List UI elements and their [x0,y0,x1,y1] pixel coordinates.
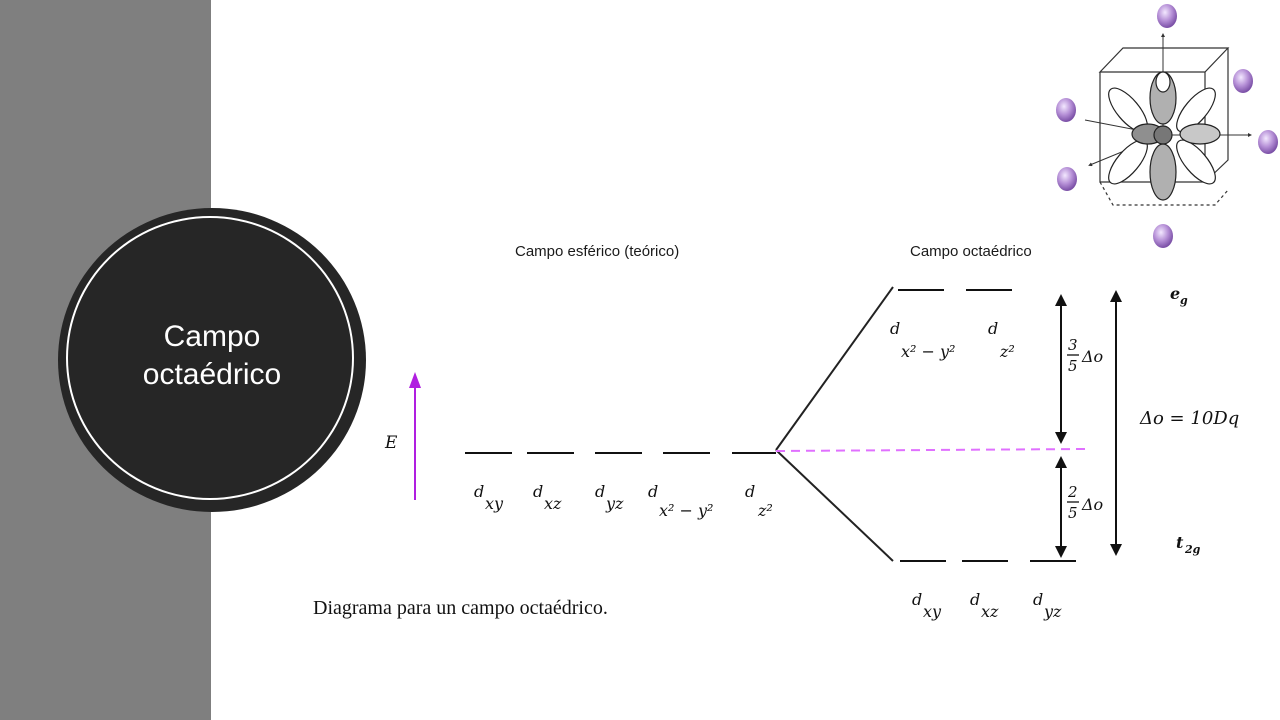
spherical-field-header: Campo esférico (teórico) [515,243,679,260]
diagram-caption: Diagrama para un campo octaédrico. [313,597,608,619]
octahedral-field-header: Campo octaédrico [910,243,1032,260]
orbital-d: d [595,482,605,501]
upper-fraction-den: 5 [1068,357,1078,375]
split-line-down [775,449,894,562]
ligand-sphere-right [1258,130,1278,154]
orbital-sub-x2y2: x² − y² [901,342,955,361]
orbital-d: d [1033,590,1043,609]
energy-axis-label: E [384,433,398,453]
t2g-label-main: t [1176,533,1184,552]
orbital-sub-z2: z² [999,342,1015,361]
ligand-sphere-left [1056,98,1076,122]
orbital-sub-x2y2: x² − y² [659,501,713,520]
orbital-d: d [474,482,484,501]
orbital-d: d [988,319,998,338]
slide-title-line2: octaédrico [142,358,282,391]
upper-fraction-num: 3 [1068,336,1078,354]
eg-label-main: e [1170,284,1180,303]
ligand-sphere-back-right [1233,69,1253,93]
orbital-sub-xy: xy [485,494,504,513]
ligand-sphere-front-left [1057,167,1077,191]
lower-fraction-symbol: Δo [1081,495,1103,514]
spherical-orbital-labels: d xy d xz d yz d x² − y² d z² [474,482,773,520]
upper-fraction: 3 5 Δo [1067,336,1103,375]
energy-axis-arrowhead [409,372,421,388]
ligand-sphere-top [1157,4,1177,28]
lower-fraction: 2 5 Δo [1067,483,1103,522]
orbital-d: d [970,590,980,609]
orbital-sub-xz: xz [544,494,562,513]
eg-label-sub: g [1180,294,1188,307]
split-line-up [775,286,894,451]
orbital-d: d [648,482,658,501]
orbital-d: d [533,482,543,501]
total-splitting-label: Δo = 10Dq [1139,408,1239,429]
orbital-lobes [1108,71,1221,201]
lower-fraction-num: 2 [1067,483,1078,501]
orbital-sub-yz: yz [605,494,624,513]
eg-label: e g [1170,284,1188,307]
title-ring [66,216,354,500]
slide-title-line1: Campo [163,320,261,353]
t2g-orbital-labels: d xy d xz d yz [912,590,1062,621]
slide-title: Campo octaédrico [60,318,364,394]
orbital-sub-yz: yz [1043,602,1062,621]
orbital-sub-xz: xz [981,602,999,621]
orbital-d: d [912,590,922,609]
orbital-d: d [745,482,755,501]
eg-orbital-labels: d x² − y² d z² [890,319,1015,361]
t2g-label: t 2g [1176,533,1201,556]
ligand-spheres [1056,4,1278,248]
orbital-sub-xy: xy [923,602,942,621]
orbital-d: d [890,319,900,338]
upper-fraction-symbol: Δo [1081,347,1103,366]
ligand-sphere-bottom [1153,224,1173,248]
lower-fraction-den: 5 [1068,504,1078,522]
d-orbital-octahedron-icon [1056,4,1278,248]
orbital-sub-z2: z² [757,501,773,520]
t2g-label-sub: 2g [1184,543,1201,556]
barycenter-dashed-line [775,448,1086,452]
